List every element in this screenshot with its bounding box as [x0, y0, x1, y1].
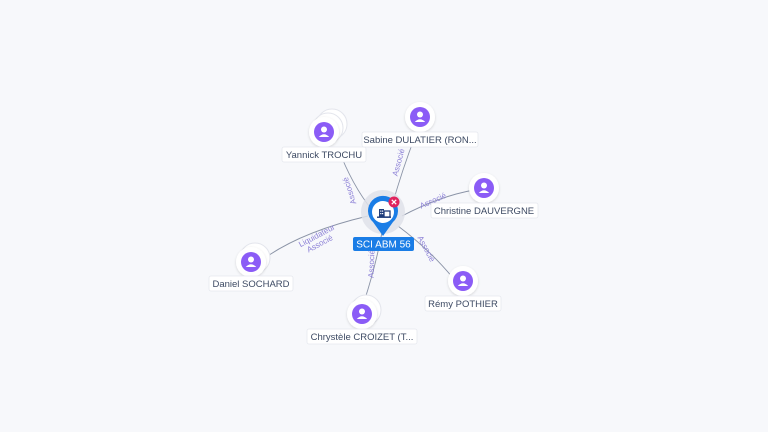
person-icon: [410, 107, 430, 127]
person-icon: [314, 122, 334, 142]
person-label-sabine: Sabine DULATIER (RON...: [363, 135, 476, 146]
person-label-chrystele: Chrystèle CROIZET (T...: [311, 332, 414, 343]
person-icon: [474, 178, 494, 198]
person-label-remy: Rémy POTHIER: [428, 299, 498, 310]
edge-remy: [397, 225, 454, 279]
center-node[interactable]: SCI ABM 56: [353, 190, 414, 251]
person-icon: [241, 252, 261, 272]
person-nodes: Yannick TROCHU Sabine DULATIER (RON... C…: [208, 102, 539, 345]
person-node-sabine[interactable]: Sabine DULATIER (RON...: [361, 102, 479, 148]
person-label-daniel: Daniel SOCHARD: [212, 279, 289, 290]
person-node-yannick[interactable]: Yannick TROCHU: [281, 108, 367, 163]
edge-christine: [401, 189, 475, 217]
center-label-bg: [353, 237, 414, 251]
building-icon: [377, 209, 391, 218]
edge-label-sabine: Associé: [391, 147, 407, 177]
person-node-daniel[interactable]: Daniel SOCHARD: [208, 242, 294, 292]
person-node-christine[interactable]: Christine DAUVERGNE: [430, 173, 539, 219]
person-label-yannick: Yannick TROCHU: [286, 150, 362, 161]
person-icon: [352, 304, 372, 324]
person-node-remy[interactable]: Rémy POTHIER: [424, 266, 502, 312]
person-label-christine: Christine DAUVERGNE: [434, 206, 534, 217]
edge-label-yannick: Associé: [341, 176, 358, 206]
edge-daniel: [261, 215, 369, 261]
center-label: SCI ABM 56: [356, 240, 411, 251]
person-icon: [453, 271, 473, 291]
edge-label-chrystele: Associé: [367, 249, 377, 278]
close-icon[interactable]: [388, 196, 400, 208]
edge-label-remy: Associé: [416, 234, 437, 263]
person-node-chrystele[interactable]: Chrystèle CROIZET (T...: [306, 294, 418, 345]
